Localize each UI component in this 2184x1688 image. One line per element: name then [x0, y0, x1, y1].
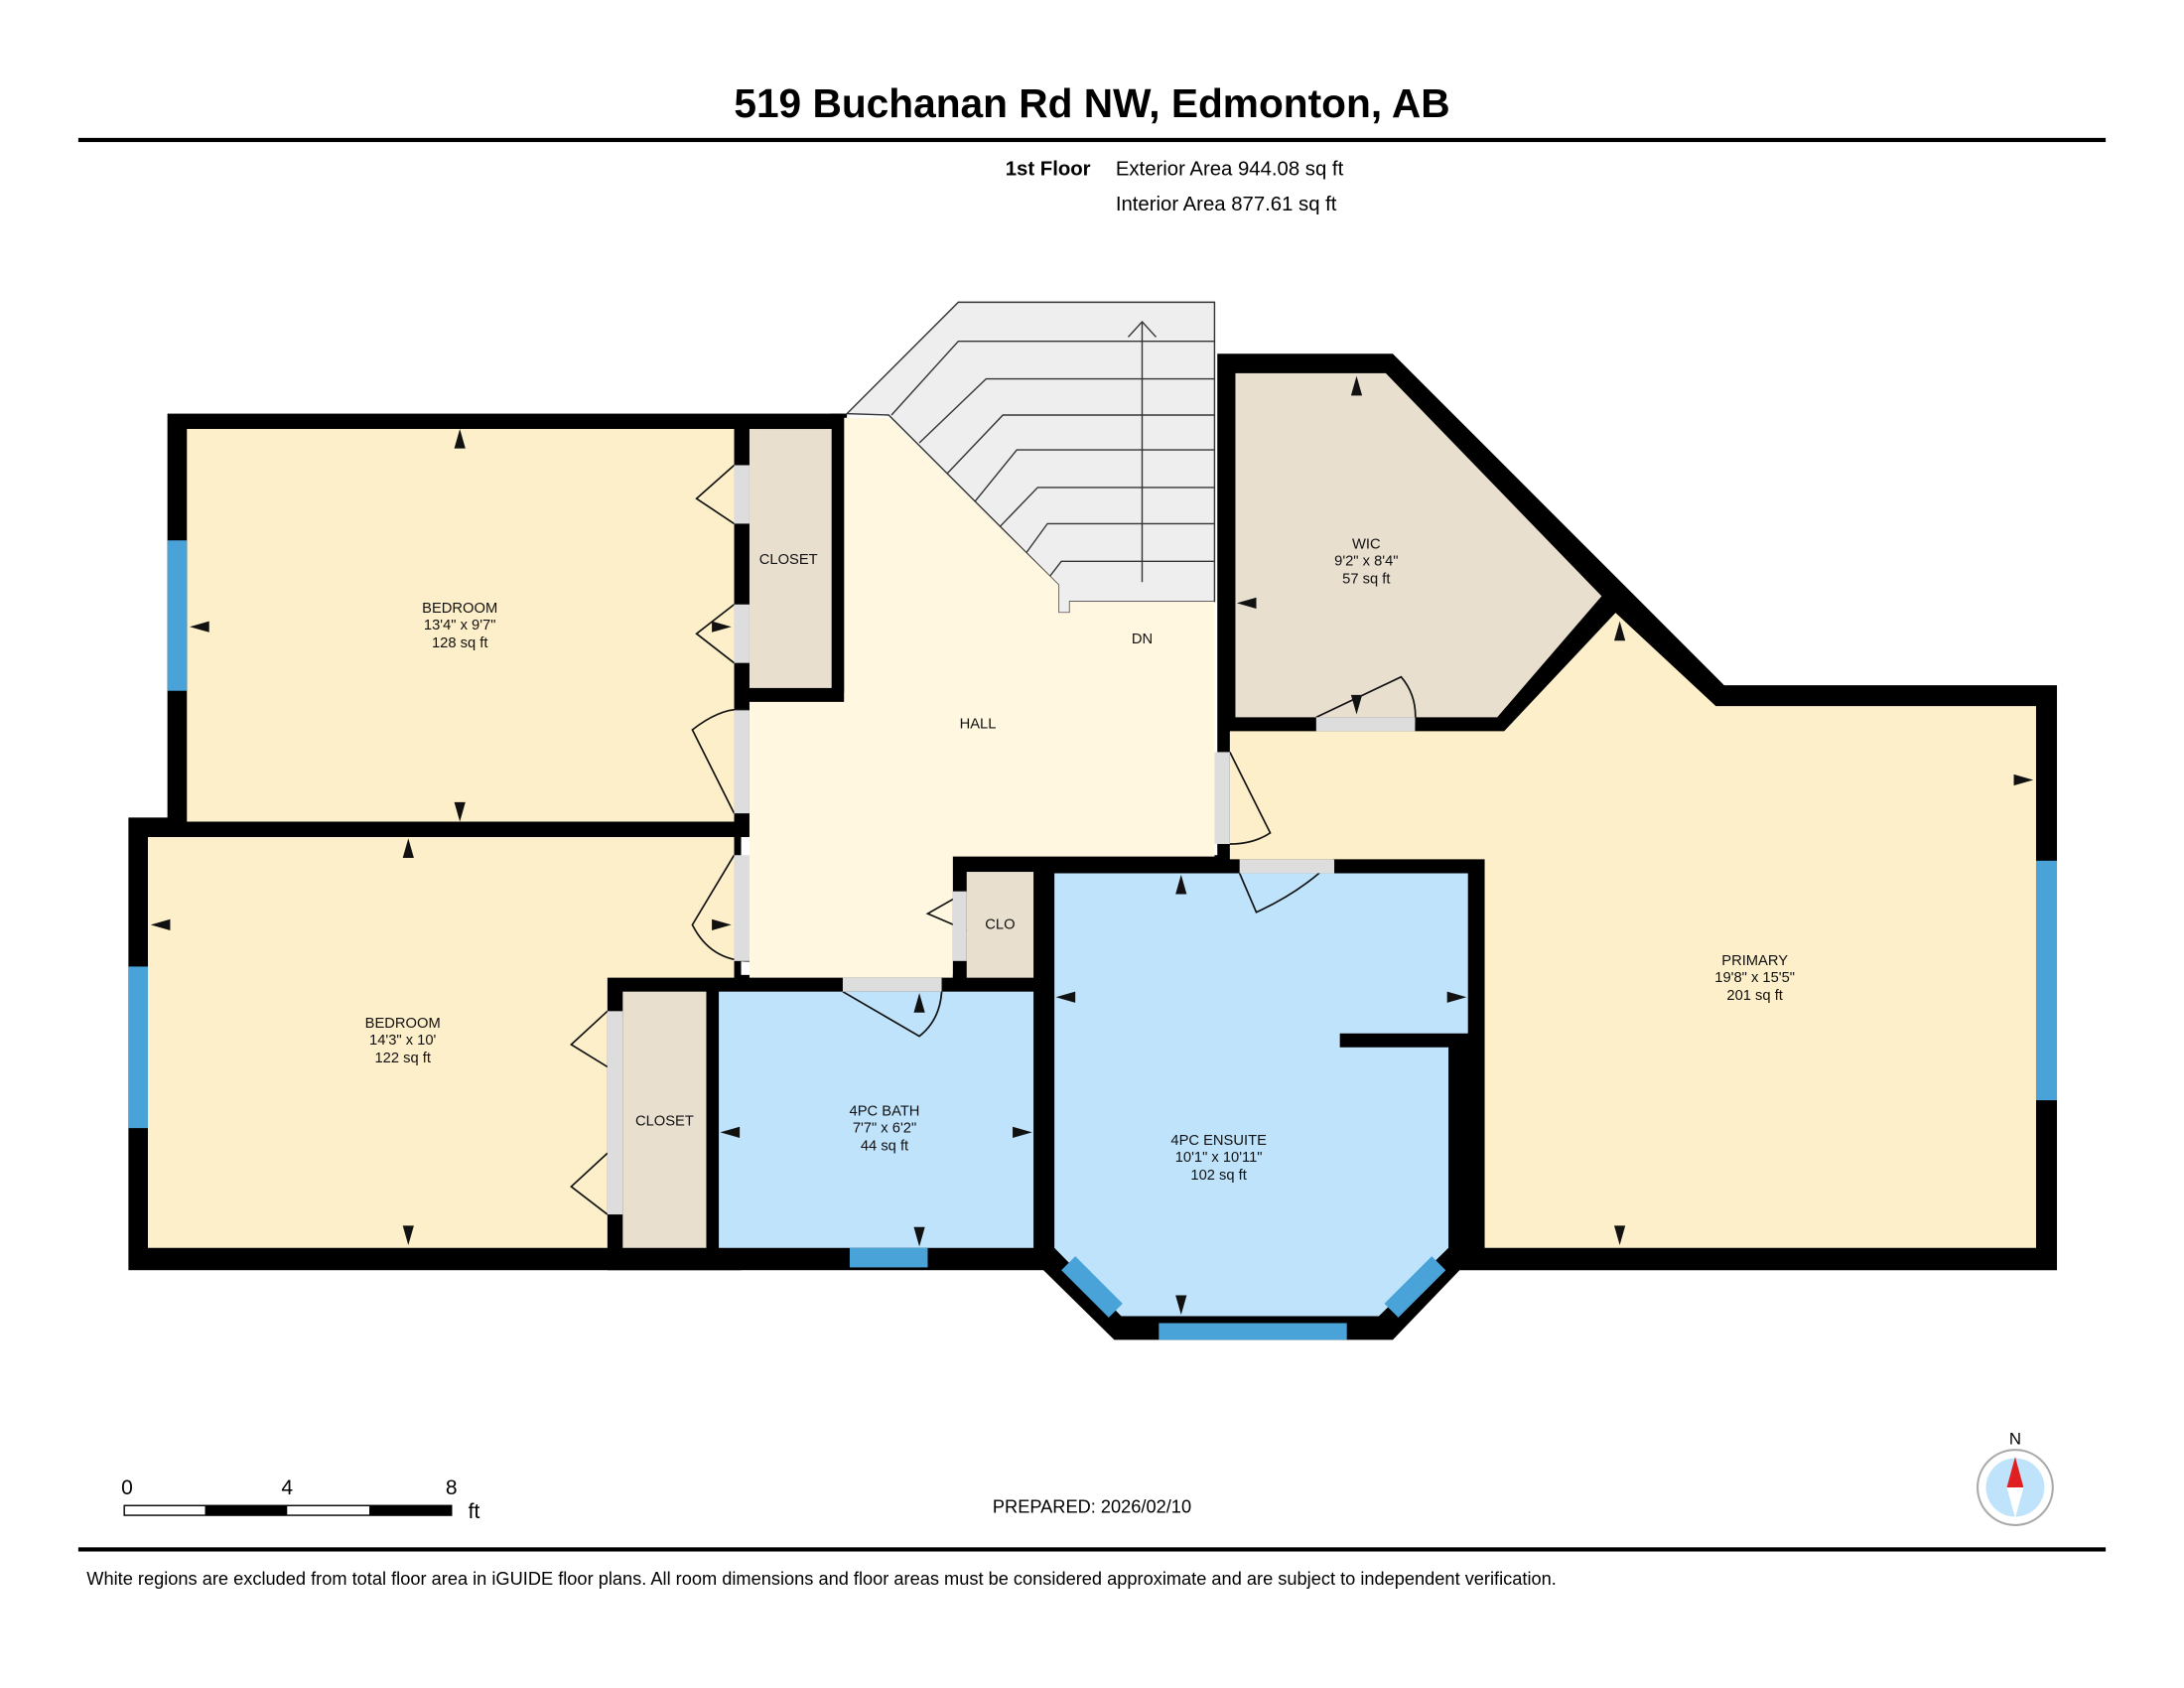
hall-name: HALL [960, 717, 997, 733]
room-bedroom-1 [187, 429, 735, 822]
exterior-area: Exterior Area 944.08 sq ft [1116, 159, 1344, 181]
scale-bar: 0 4 8 ft [121, 1477, 479, 1523]
prepared-date: PREPARED: 2026/02/10 [993, 1495, 1191, 1516]
scale-tick-4: 4 [281, 1477, 293, 1499]
primary-area: 201 sq ft [1726, 988, 1782, 1004]
door-openings [607, 465, 1416, 1215]
primary-dims: 19'8" x 15'5" [1714, 970, 1795, 986]
disclaimer: White regions are excluded from total fl… [86, 1568, 1557, 1589]
room-bedroom-2 [148, 836, 735, 1248]
room-clo [966, 872, 1034, 978]
measurement-arrows [150, 375, 2034, 1316]
compass-north-label: N [2009, 1430, 2021, 1449]
clo-name: CLO [985, 917, 1015, 933]
room-wic [1235, 372, 1602, 718]
floor-label: 1st Floor [1006, 159, 1091, 181]
staircase [845, 301, 1216, 614]
footer-rule [77, 1547, 2107, 1552]
bedroom-1-dims: 13'4" x 9'7" [424, 618, 496, 633]
wic-name: WIC [1352, 537, 1381, 553]
bath-dims: 7'7" x 6'2" [853, 1120, 916, 1136]
header-rule [77, 137, 2107, 143]
stairs-dn-label: DN [1132, 632, 1153, 647]
ensuite-name: 4PC ENSUITE [1170, 1133, 1267, 1149]
room-hall [749, 417, 1215, 978]
bath-name: 4PC BATH [850, 1104, 920, 1120]
windows [128, 540, 2058, 1340]
ensuite-dims: 10'1" x 10'11" [1175, 1150, 1263, 1166]
room-closet-1 [749, 429, 832, 688]
bedroom-1-name: BEDROOM [422, 601, 497, 617]
bedroom-2-dims: 14'3" x 10' [369, 1033, 437, 1049]
bedroom-2-name: BEDROOM [365, 1016, 441, 1032]
bedroom-2-area: 122 sq ft [374, 1051, 430, 1066]
scale-tick-8: 8 [446, 1477, 458, 1499]
primary-name: PRIMARY [1721, 953, 1788, 969]
room-closet-2 [622, 991, 707, 1248]
wic-dims: 9'2" x 8'4" [1334, 553, 1398, 569]
scale-tick-0: 0 [121, 1477, 133, 1499]
room-4pc-ensuite [1054, 873, 1468, 1317]
compass-icon: N [1977, 1430, 2054, 1526]
closet-1-name: CLOSET [759, 552, 818, 568]
wic-area: 57 sq ft [1342, 572, 1390, 588]
page-title: 519 Buchanan Rd NW, Edmonton, AB [734, 80, 1449, 126]
scale-unit: ft [469, 1500, 480, 1523]
bath-area: 44 sq ft [861, 1139, 908, 1155]
closet-2-name: CLOSET [635, 1113, 694, 1129]
room-4pc-bath [719, 991, 1034, 1248]
bedroom-1-area: 128 sq ft [432, 635, 487, 651]
room-primary [1229, 613, 2036, 1248]
interior-area: Interior Area 877.61 sq ft [1116, 194, 1337, 215]
ensuite-area: 102 sq ft [1190, 1168, 1246, 1184]
